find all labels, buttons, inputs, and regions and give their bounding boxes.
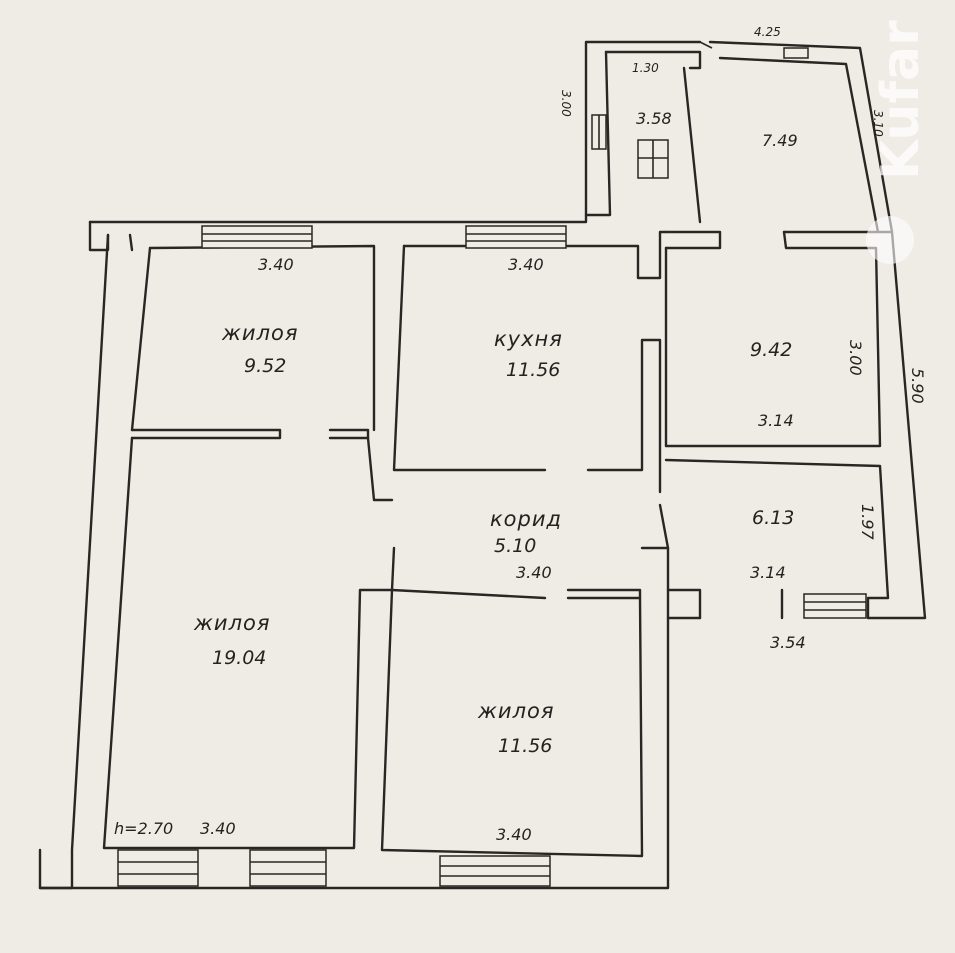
living3-area: 11.56 [498, 735, 552, 757]
room-small-height: 1.97 [858, 504, 877, 540]
corridor-label: корид [490, 507, 562, 531]
corridor-width: 3.40 [516, 563, 552, 582]
window-annex-top [783, 47, 809, 59]
window-small-room [803, 593, 867, 619]
window-living1 [201, 225, 313, 249]
room-small-width: 3.14 [750, 563, 786, 582]
window-living3 [439, 855, 551, 887]
windows [117, 47, 867, 887]
living2-area: 19.04 [212, 647, 266, 669]
room-right-area: 9.42 [750, 339, 792, 361]
living2-width: 3.40 [200, 819, 236, 838]
living2-label: жилоя [193, 611, 270, 635]
room-right-width: 3.14 [758, 411, 794, 430]
living3-label: жилоя [477, 699, 554, 723]
bottom-right-dimension: 3.54 [770, 633, 806, 652]
corridor-area: 5.10 [494, 535, 536, 557]
living2-ceiling: h=2.70 [114, 819, 173, 838]
living1-label: жилоя [221, 321, 298, 345]
room-small-area: 6.13 [752, 507, 794, 529]
annex-large-width: 4.25 [754, 25, 781, 39]
kitchen-label: кухня [494, 327, 563, 351]
outer-walls [38, 40, 927, 890]
window-living2-a [117, 849, 199, 887]
annex-large-area: 7.49 [762, 131, 798, 150]
living1-area: 9.52 [244, 355, 286, 377]
kitchen-area: 11.56 [506, 359, 560, 381]
annex-large-height: 3.10 [871, 110, 885, 137]
annex-small-height: 3.00 [559, 90, 573, 117]
stove-annex [637, 139, 669, 179]
inner-walls [102, 41, 894, 858]
svg-text:Kufar: Kufar [871, 20, 931, 180]
kufar-watermark: Kufar [866, 20, 931, 264]
living1-width: 3.40 [258, 255, 294, 274]
right-side-dimension: 5.90 [908, 368, 927, 404]
window-kitchen [465, 225, 567, 249]
room-right-height: 3.00 [846, 340, 865, 376]
window-living2-b [249, 849, 327, 887]
annex-small-width: 1.30 [632, 61, 659, 75]
annex-small-area: 3.58 [636, 109, 672, 128]
kitchen-width: 3.40 [508, 255, 544, 274]
living3-width: 3.40 [496, 825, 532, 844]
window-annex-left [591, 114, 607, 150]
